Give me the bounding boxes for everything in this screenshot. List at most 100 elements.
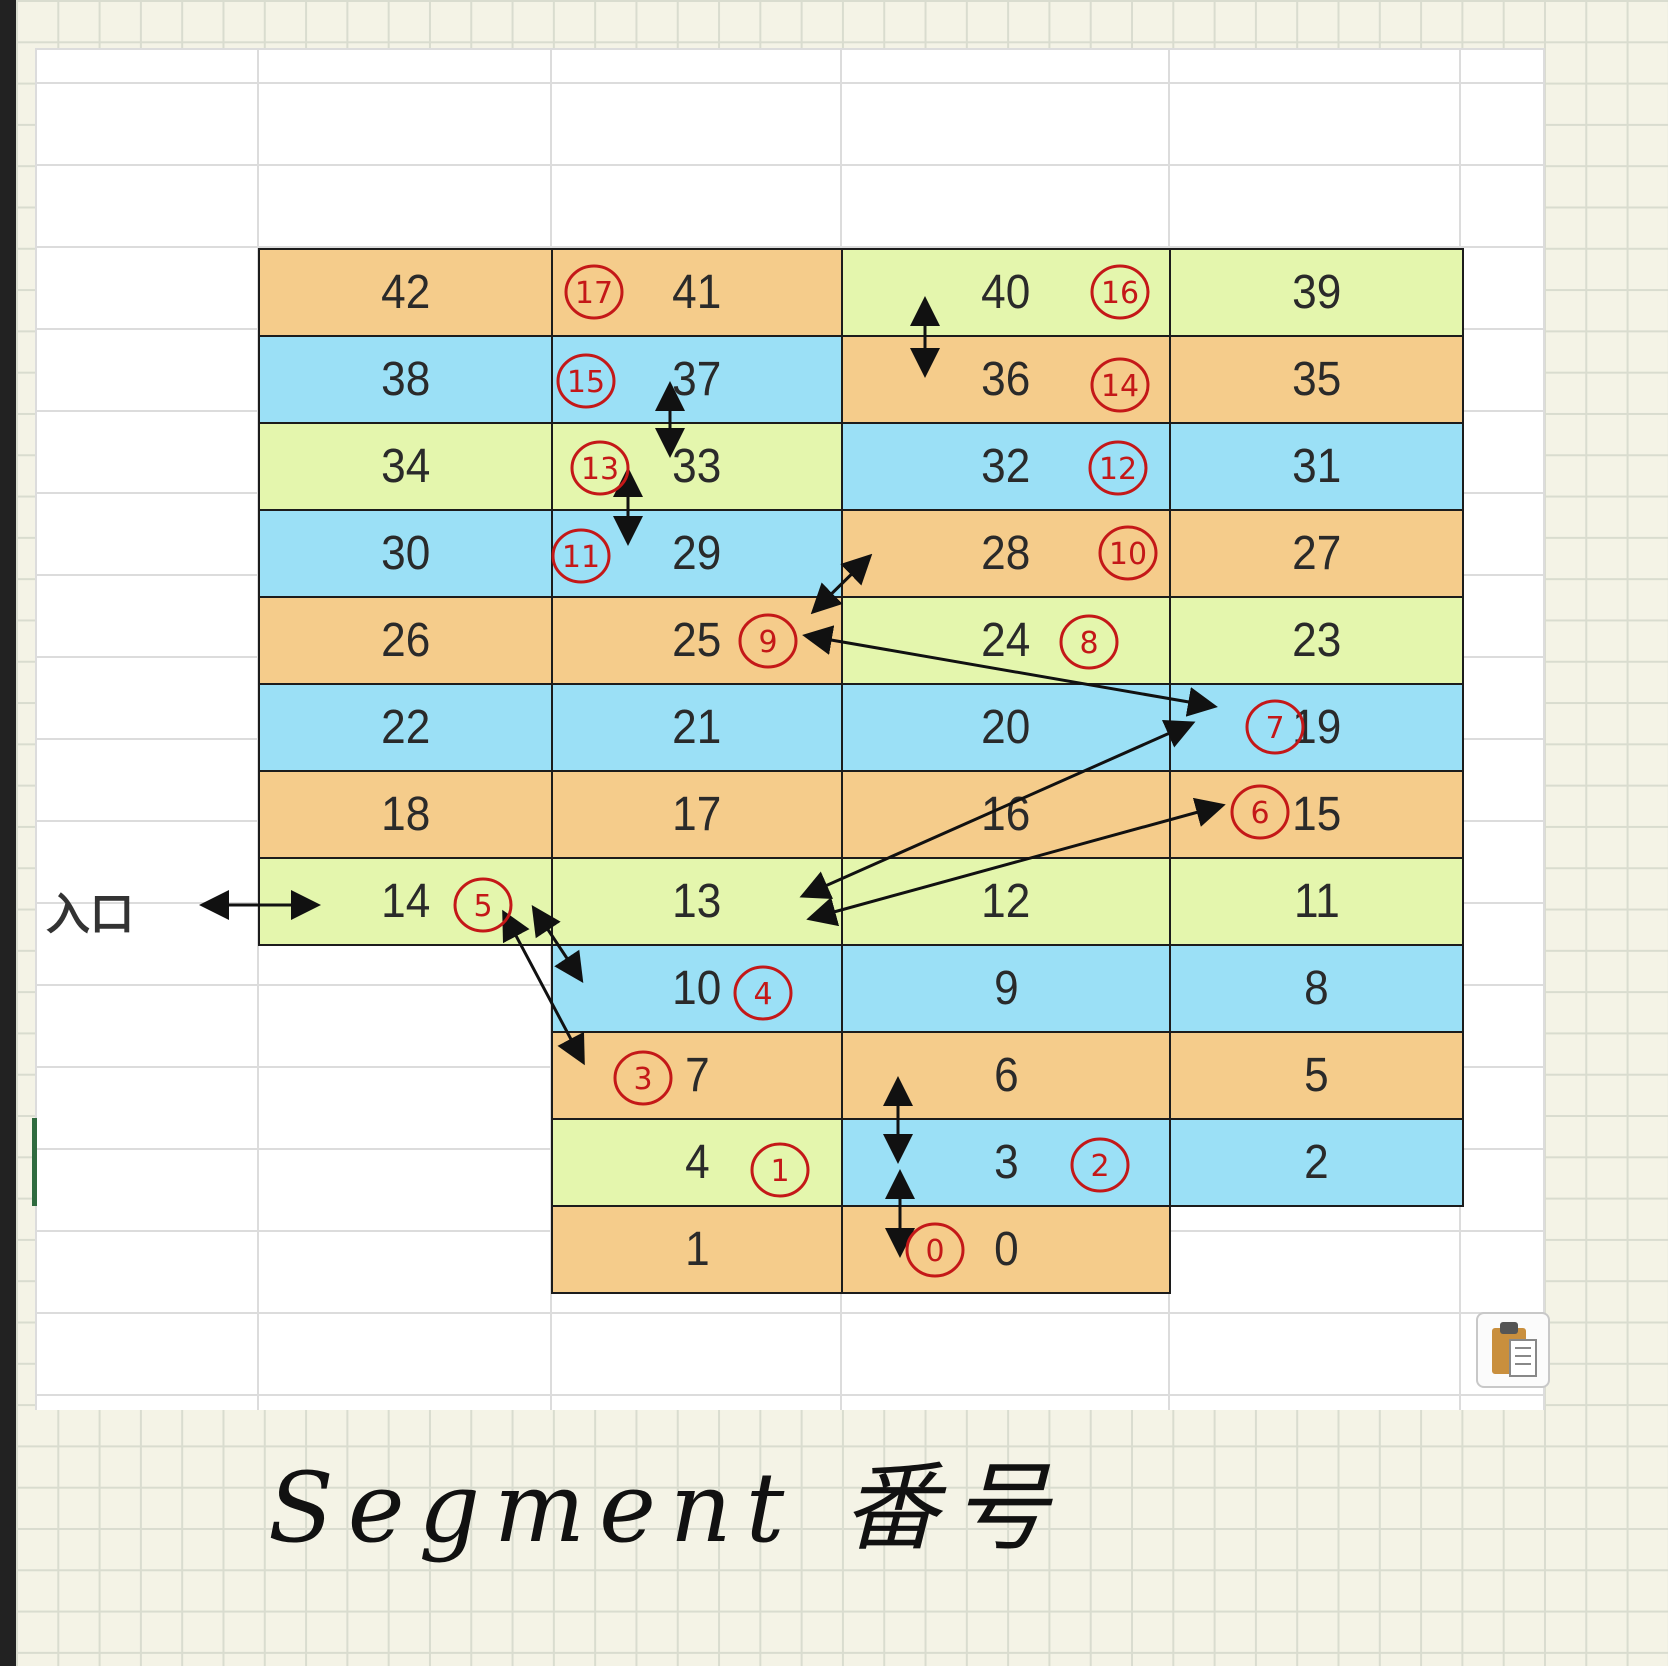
segment-number-mark: 12 <box>1088 440 1148 496</box>
cell-label: 28 <box>981 527 1031 580</box>
cell-37[interactable]: 37 <box>551 335 843 424</box>
segment-number-mark: 1 <box>750 1142 810 1198</box>
cell-1[interactable]: 1 <box>551 1205 843 1294</box>
cell-25[interactable]: 25 <box>551 596 843 685</box>
segment-number: 8 <box>1079 626 1098 661</box>
segment-number: 10 <box>1109 537 1147 572</box>
cell-label: 31 <box>1291 440 1342 493</box>
segment-number: 2 <box>1090 1149 1109 1184</box>
clipboard-icon[interactable] <box>1476 1312 1550 1388</box>
cell-label: 5 <box>1304 1049 1329 1102</box>
cell-28[interactable]: 28 <box>841 509 1171 598</box>
double-arrow-icon <box>802 625 1218 717</box>
segment-number-mark: 4 <box>733 965 793 1021</box>
cell-31[interactable]: 31 <box>1169 422 1464 511</box>
cell-label: 8 <box>1304 962 1329 1015</box>
segment-number-mark: 14 <box>1090 357 1150 413</box>
segment-number-mark: 0 <box>905 1222 965 1278</box>
cell-label: 9 <box>993 962 1019 1015</box>
cell-label: 6 <box>993 1049 1019 1102</box>
cell-label: 32 <box>981 440 1031 493</box>
segment-number: 6 <box>1250 796 1269 831</box>
cell-label: 36 <box>981 353 1031 406</box>
double-arrow-icon <box>810 553 873 615</box>
segment-number-mark: 13 <box>570 440 630 496</box>
segment-number: 11 <box>562 540 600 575</box>
cell-label: 34 <box>380 440 431 493</box>
segment-number: 12 <box>1099 452 1137 487</box>
segment-number: 3 <box>633 1062 652 1097</box>
segment-number: 13 <box>581 452 619 487</box>
segment-number-mark: 9 <box>738 613 798 669</box>
spreadsheet-selection-marker <box>32 1118 37 1206</box>
cell-label: 21 <box>672 701 722 754</box>
cell-label: 18 <box>380 788 431 841</box>
segment-number-mark: 3 <box>613 1050 673 1106</box>
cell-label: 35 <box>1291 353 1342 406</box>
segment-number-mark: 8 <box>1059 614 1119 670</box>
cell-label: 38 <box>380 353 431 406</box>
cell-7[interactable]: 7 <box>551 1031 843 1120</box>
segment-number: 1 <box>770 1154 789 1189</box>
cell-label: 14 <box>380 875 431 928</box>
segment-number-mark: 7 <box>1245 699 1305 755</box>
cell-label: 2 <box>1304 1136 1329 1189</box>
cell-label: 39 <box>1291 266 1342 319</box>
caption-handwriting: Segment 番号 <box>268 1452 1063 1564</box>
cell-40[interactable]: 40 <box>841 248 1171 337</box>
cell-label: 22 <box>380 701 431 754</box>
segment-number: 4 <box>753 977 772 1012</box>
cell-label: 25 <box>672 614 722 667</box>
cell-36[interactable]: 36 <box>841 335 1171 424</box>
cell-label: 3 <box>993 1136 1019 1189</box>
cell-label: 4 <box>684 1136 710 1189</box>
segment-number: 16 <box>1101 276 1139 311</box>
segment-number-mark: 15 <box>556 353 616 409</box>
cell-label: 0 <box>993 1223 1019 1276</box>
segment-number-mark: 2 <box>1070 1137 1130 1193</box>
cell-35[interactable]: 35 <box>1169 335 1464 424</box>
segment-number-mark: 11 <box>551 528 611 584</box>
segment-number: 17 <box>575 276 613 311</box>
cell-label: 13 <box>672 875 722 928</box>
cell-label: 29 <box>672 527 722 580</box>
cell-label: 30 <box>380 527 431 580</box>
cell-label: 17 <box>672 788 722 841</box>
double-arrow-icon <box>799 720 1196 899</box>
segment-number: 9 <box>758 625 777 660</box>
segment-number: 0 <box>925 1234 944 1269</box>
cell-label: 42 <box>380 266 431 319</box>
cell-2[interactable]: 2 <box>1169 1118 1464 1207</box>
cell-34[interactable]: 34 <box>258 422 553 511</box>
cell-label: 23 <box>1291 614 1342 667</box>
cell-39[interactable]: 39 <box>1169 248 1464 337</box>
entrance-label: 入口 <box>46 889 134 940</box>
cell-label: 1 <box>684 1223 710 1276</box>
cell-9[interactable]: 9 <box>841 944 1171 1033</box>
cell-label: 11 <box>1293 875 1340 928</box>
segment-number: 14 <box>1101 369 1139 404</box>
cell-label: 27 <box>1291 527 1342 580</box>
cell-label: 40 <box>981 266 1031 319</box>
cell-29[interactable]: 29 <box>551 509 843 598</box>
cell-5[interactable]: 5 <box>1169 1031 1464 1120</box>
double-arrow-icon <box>806 797 1226 927</box>
double-arrow-icon <box>531 904 584 984</box>
segment-number: 7 <box>1265 711 1284 746</box>
segment-number-mark: 6 <box>1230 784 1290 840</box>
segment-number-mark: 17 <box>564 264 624 320</box>
cell-label: 10 <box>672 962 722 1015</box>
double-arrow-icon <box>502 909 585 1066</box>
cell-label: 19 <box>1291 701 1342 754</box>
cell-label: 41 <box>672 266 722 319</box>
cell-8[interactable]: 8 <box>1169 944 1464 1033</box>
segment-number-mark: 10 <box>1098 525 1158 581</box>
segment-number-mark: 16 <box>1090 264 1150 320</box>
cell-22[interactable]: 22 <box>258 683 553 772</box>
segment-number-mark: 5 <box>453 877 513 933</box>
cell-label: 15 <box>1291 788 1342 841</box>
segment-number: 15 <box>567 365 605 400</box>
cell-label: 26 <box>380 614 431 667</box>
cell-label: 7 <box>684 1049 710 1102</box>
